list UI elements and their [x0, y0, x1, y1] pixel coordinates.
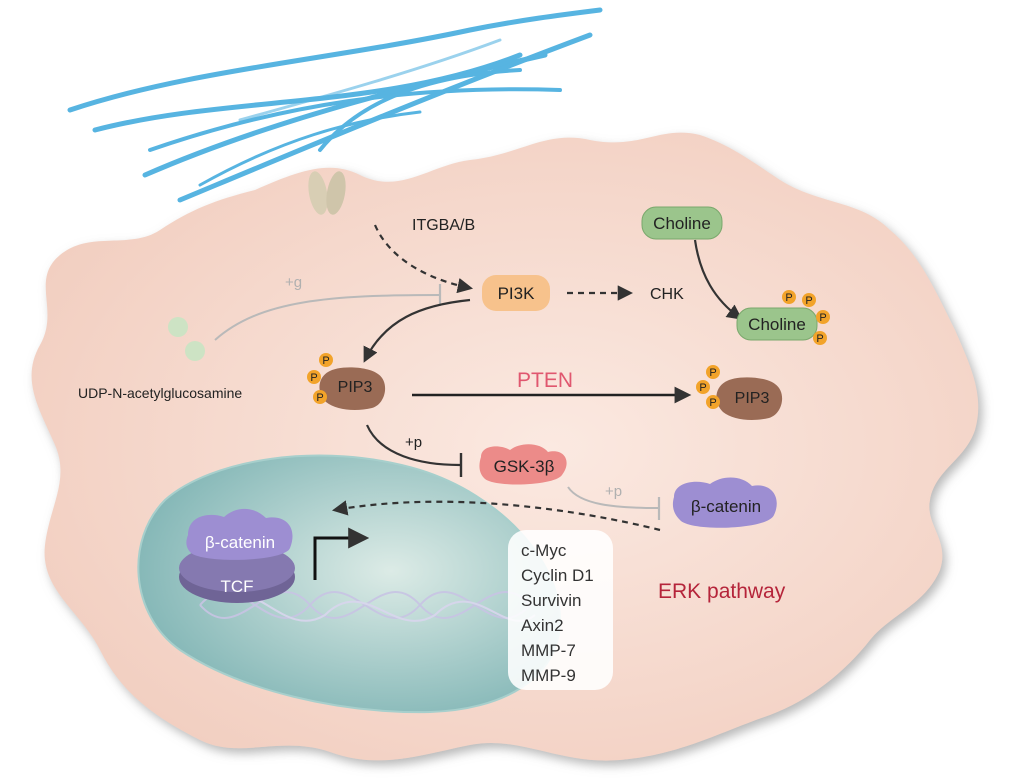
- svg-text:P: P: [322, 355, 329, 367]
- svg-text:P: P: [310, 372, 317, 384]
- phosphocholine-node: Choline P P P P: [736, 290, 830, 345]
- phospho-groups: P P P: [696, 365, 720, 409]
- target-gene-box: c-Myc Cyclin D1 Survivin Axin2 MMP-7 MMP…: [508, 530, 613, 690]
- pip3-right-node: PIP3 P P P: [696, 365, 783, 420]
- transcription-start-arrow: [313, 527, 370, 580]
- gsk-inhibits-bcatenin-line: [567, 486, 659, 509]
- plus-p-label-2: +p: [605, 483, 622, 500]
- gene-list: c-Myc Cyclin D1 Survivin Axin2 MMP-7 MMP…: [521, 541, 598, 685]
- pip3-right-label: PIP3: [735, 390, 770, 407]
- chk-label: CHK: [650, 286, 684, 303]
- tcf-label: TCF: [220, 577, 253, 596]
- pip3-inhibits-gsk-line: [365, 424, 461, 467]
- phospho-groups: P P P: [307, 353, 333, 404]
- svg-text:P: P: [699, 382, 706, 394]
- erk-label: ERK pathway: [658, 580, 786, 603]
- svg-text:P: P: [819, 312, 826, 324]
- svg-text:P: P: [805, 295, 812, 307]
- bcatenin-translocation-arrow: [331, 500, 661, 532]
- udp-glcnac-molecule: [168, 317, 205, 361]
- dna-helix: [199, 590, 536, 622]
- choline-node: Choline: [641, 206, 723, 240]
- plus-g-label: +g: [285, 274, 302, 291]
- gene-item: Axin2: [521, 616, 564, 635]
- itgb-to-pi3k-arrow: [373, 224, 474, 294]
- choline-p-label: Choline: [748, 315, 806, 334]
- gene-item: Cyclin D1: [521, 566, 594, 585]
- pi3k-to-pip3-arrow: [363, 298, 471, 363]
- phospho-groups: P P P P: [782, 290, 830, 345]
- svg-text:P: P: [316, 392, 323, 404]
- choline-phosphorylation-arrow: [693, 239, 743, 320]
- pip3-left-node: PIP3 P P P: [307, 353, 386, 410]
- udp-inhibition-line: [214, 294, 441, 341]
- plus-p-label-1: +p: [405, 434, 422, 451]
- gsk3b-node: GSK-3β: [479, 444, 567, 485]
- gene-item: MMP-7: [521, 641, 576, 660]
- itgb-label: ITGBA/B: [412, 217, 475, 234]
- svg-text:P: P: [785, 292, 792, 304]
- svg-text:P: P: [709, 367, 716, 379]
- gene-item: MMP-9: [521, 666, 576, 685]
- choline-top-label: Choline: [653, 214, 711, 233]
- collagen-fibers: [67, 7, 603, 203]
- integrin-receptor: [308, 171, 346, 215]
- bcatenin-node: β-catenin: [672, 477, 777, 528]
- pi3k-label: PI3K: [498, 284, 536, 303]
- bcatenin-nucleus: β-catenin: [186, 508, 293, 560]
- bcatenin-label: β-catenin: [691, 497, 761, 516]
- pten-label: PTEN: [517, 369, 573, 392]
- pi3k-node: PI3K: [482, 275, 550, 311]
- pip3-left-label: PIP3: [338, 379, 373, 396]
- bcatenin-nucleus-label: β-catenin: [205, 533, 275, 552]
- svg-text:P: P: [816, 333, 823, 345]
- udp-label: UDP-N-acetylglucosamine: [78, 385, 242, 401]
- gsk-label: GSK-3β: [494, 457, 555, 476]
- svg-text:P: P: [709, 397, 716, 409]
- gene-item: c-Myc: [521, 541, 567, 560]
- gene-item: Survivin: [521, 591, 581, 610]
